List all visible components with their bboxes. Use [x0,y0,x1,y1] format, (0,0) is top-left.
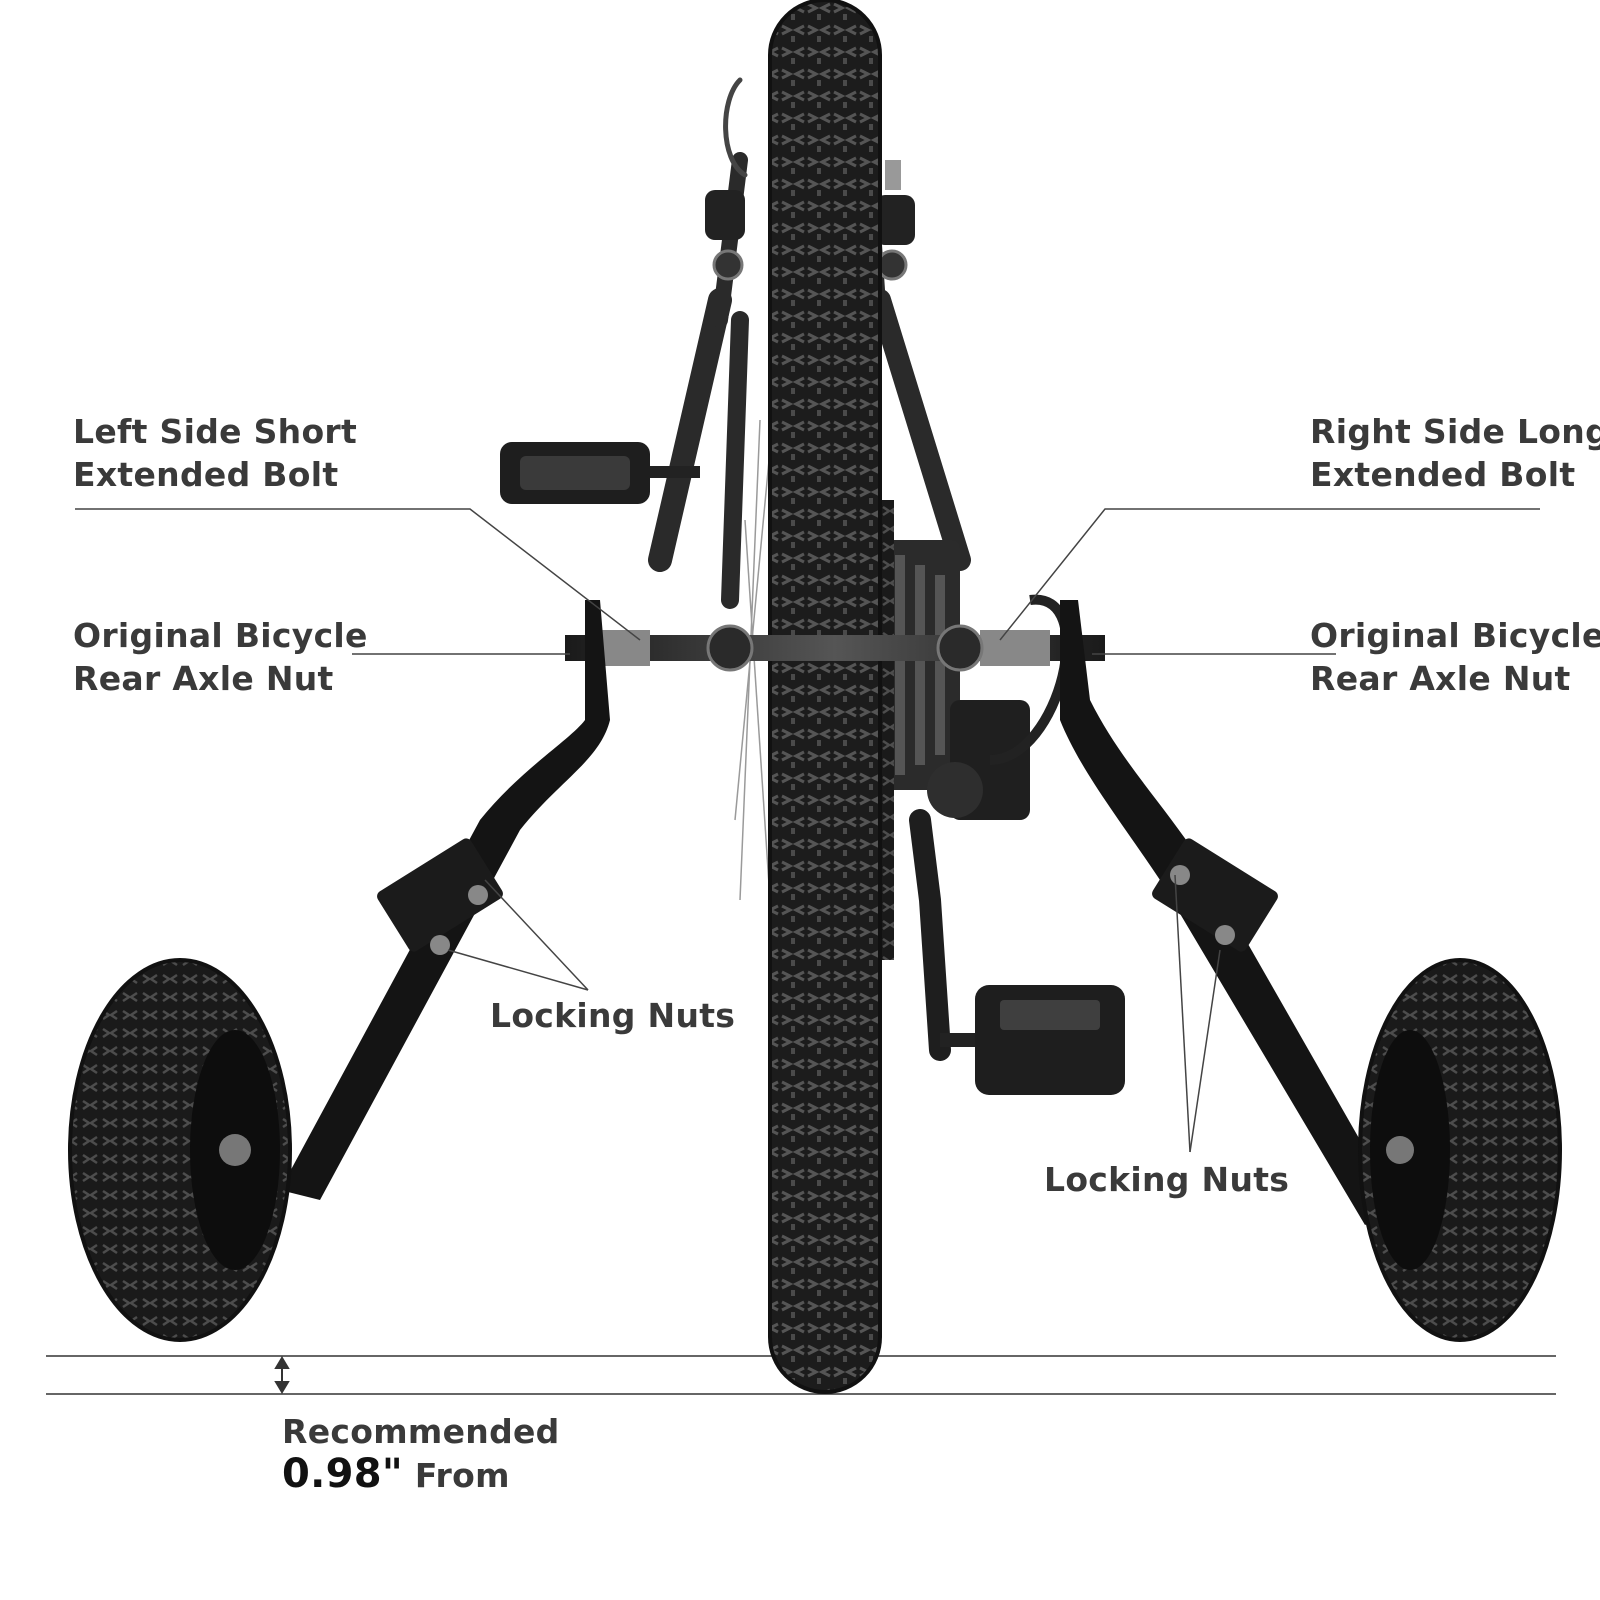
training-wheel-bracket-left [280,600,610,1200]
callout-left-short-extended-bolt: Left Side Short Extended Bolt [73,410,357,496]
leader-lock-left-a [484,879,589,991]
callout-locking-nuts-right: Locking Nuts [1044,1158,1289,1201]
recommended-heading: Recommended [282,1412,560,1451]
callout-line: Original Bicycle [1310,616,1600,655]
recommended-value-row: 0.98" From [282,1453,560,1497]
bicycle-frame [648,77,971,609]
callout-line: Locking Nuts [1044,1160,1290,1199]
training-wheel-left [68,958,292,1342]
leader-lock-right-b [1189,949,1221,1153]
recommended-suffix: From [414,1456,510,1495]
training-wheel-bracket-right [1060,600,1400,1225]
recommended-value: 0.98" [282,1451,404,1497]
callout-line: Extended Bolt [73,455,339,494]
callout-leader-lines [75,508,1540,1153]
callout-line: Extended Bolt [1310,455,1576,494]
callout-line: Locking Nuts [490,996,736,1035]
callout-right-long-extended-bolt: Right Side Long Extended Bolt [1310,410,1600,496]
training-wheel-right [1358,958,1562,1342]
pedal-lower-right [940,985,1125,1095]
recommended-clearance: Recommended 0.98" From [282,1410,560,1497]
callout-line: Original Bicycle [73,616,368,655]
callout-line: Left Side Short [73,412,358,451]
leader-lock-left-b [447,949,589,991]
callout-line: Right Side Long [1310,412,1600,451]
callout-locking-nuts-left: Locking Nuts [490,994,735,1037]
leader-right-bolt [999,508,1540,641]
brake-caliper-left [705,190,745,281]
callout-right-rear-axle-nut: Original Bicycle Rear Axle Nut [1310,614,1600,700]
callout-left-rear-axle-nut: Original Bicycle Rear Axle Nut [73,614,368,700]
clearance-arrow-icon [274,1356,290,1394]
rear-cassette [872,500,960,960]
rear-tire [770,0,880,1392]
leader-left-bolt [75,508,641,641]
leader-lock-right-a [1174,874,1191,1153]
rear-axle [565,624,1105,672]
pedal-upper-left [500,442,700,504]
callout-line: Rear Axle Nut [1310,659,1571,698]
callout-line: Rear Axle Nut [73,659,334,698]
rear-derailleur [909,594,1072,1061]
